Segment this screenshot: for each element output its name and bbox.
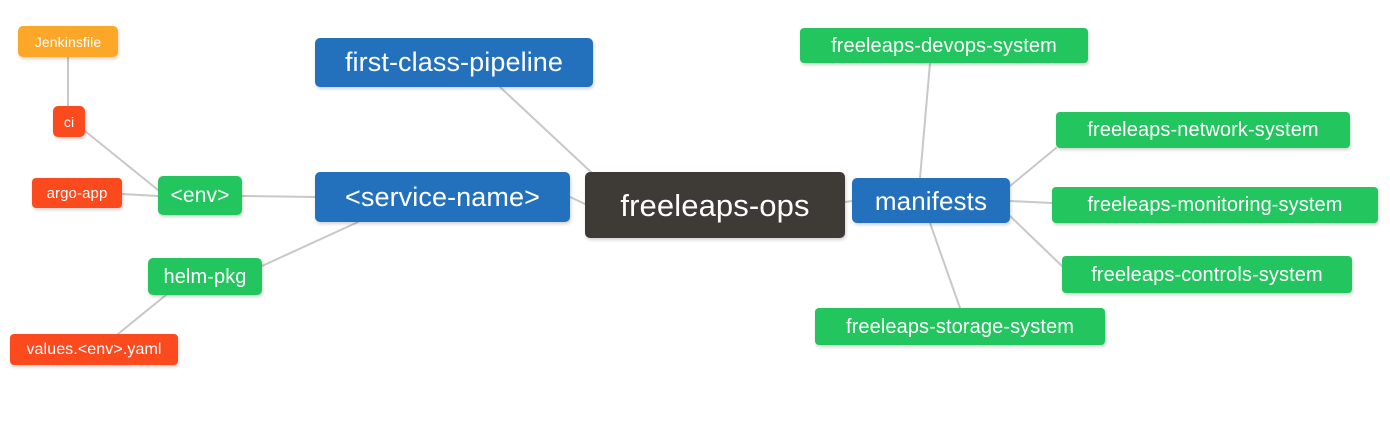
node-freeleaps-storage-system[interactable]: freeleaps-storage-system <box>815 308 1105 345</box>
edge-service-name-env <box>241 195 316 198</box>
edge-ops-first-class-pipeline <box>499 86 593 174</box>
node-label-first-class-pipeline: first-class-pipeline <box>344 47 564 77</box>
node-freeleaps-devops-system[interactable]: freeleaps-devops-system <box>800 28 1088 63</box>
edge-env-argo-app <box>121 193 159 197</box>
node-freeleaps-ops[interactable]: freeleaps-ops <box>585 172 845 238</box>
node-label-service-name: <service-name> <box>345 181 540 212</box>
edge-manifests-controls <box>1009 215 1063 267</box>
edge-ops-manifests <box>844 200 853 203</box>
node-label-freeleaps-storage-system: freeleaps-storage-system <box>845 315 1075 338</box>
node-freeleaps-monitoring-system[interactable]: freeleaps-monitoring-system <box>1052 187 1378 223</box>
node-ci[interactable]: ci <box>53 106 85 137</box>
node-label-freeleaps-monitoring-system: freeleaps-monitoring-system <box>1087 194 1343 216</box>
node-label-freeleaps-controls-system: freeleaps-controls-system <box>1091 263 1323 286</box>
node-argo-app[interactable]: argo-app <box>32 178 122 208</box>
node-label-freeleaps-ops: freeleaps-ops <box>620 187 810 223</box>
node-label-manifests: manifests <box>874 185 988 216</box>
node-label-freeleaps-network-system: freeleaps-network-system <box>1087 119 1319 141</box>
node-values-yaml[interactable]: values.<env>.yaml <box>10 334 178 365</box>
node-service-name[interactable]: <service-name> <box>315 172 570 222</box>
node-label-values-yaml: values.<env>.yaml <box>26 340 162 358</box>
node-env[interactable]: <env> <box>158 176 242 215</box>
node-label-ci: ci <box>63 113 75 130</box>
edge-manifests-monitoring <box>1009 200 1053 204</box>
node-label-env: <env> <box>170 184 230 207</box>
edge-ops-service-name <box>569 196 586 205</box>
node-freeleaps-controls-system[interactable]: freeleaps-controls-system <box>1062 256 1352 293</box>
edge-manifests-devops <box>919 62 931 179</box>
node-first-class-pipeline[interactable]: first-class-pipeline <box>315 38 593 87</box>
node-label-jenkinsfile: Jenkinsfile <box>34 33 102 50</box>
node-label-argo-app: argo-app <box>46 184 108 202</box>
node-helm-pkg[interactable]: helm-pkg <box>148 258 262 295</box>
edge-service-name-helm-pkg <box>261 221 359 267</box>
node-jenkinsfile[interactable]: Jenkinsfile <box>18 26 118 57</box>
node-label-freeleaps-devops-system: freeleaps-devops-system <box>831 34 1057 57</box>
edge-helm-pkg-values-yaml <box>117 294 167 335</box>
node-freeleaps-network-system[interactable]: freeleaps-network-system <box>1056 112 1350 148</box>
node-label-helm-pkg: helm-pkg <box>163 265 247 288</box>
edge-manifests-network <box>1009 147 1057 187</box>
edge-manifests-storage <box>929 222 961 309</box>
node-manifests[interactable]: manifests <box>852 178 1010 223</box>
